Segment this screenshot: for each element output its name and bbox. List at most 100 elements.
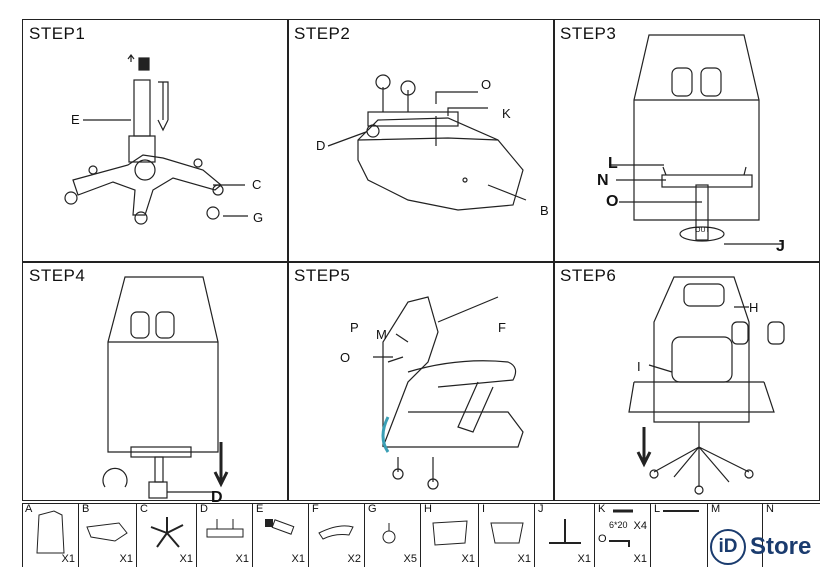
allen-key-icon <box>609 540 630 547</box>
brand-logo: iD Store <box>710 527 811 567</box>
part-qty: X1 <box>119 553 133 565</box>
parts-list <box>22 503 820 567</box>
parts-row: A X1 B X1 C X1 D X1 E X1 F X2 G X5 H X1 … <box>22 503 820 567</box>
part-label: K <box>502 106 511 121</box>
step-title: STEP3 <box>560 24 617 43</box>
part-g: G X5 <box>365 503 421 567</box>
part-qty: X1 <box>291 553 305 565</box>
part-e: E X1 <box>253 503 309 567</box>
caster-icon <box>382 523 396 544</box>
part-label: D <box>316 138 326 153</box>
back-bracket-icon <box>549 519 581 544</box>
part-label: L <box>608 155 618 172</box>
part-letter: C <box>140 503 148 515</box>
backrest-bracket-drawing <box>609 34 782 245</box>
part-i: I X1 <box>479 503 535 567</box>
part-letter: D <box>200 503 208 515</box>
part-qty: X1 <box>517 553 531 565</box>
step-title: STEP4 <box>29 266 86 285</box>
step-title: STEP2 <box>294 24 351 43</box>
part-letter: N <box>766 503 774 515</box>
part-f: F X2 <box>309 503 365 567</box>
part-j: J X1 <box>535 503 595 567</box>
part-qty: X1 <box>61 553 75 565</box>
part-letter: L <box>654 503 661 515</box>
part-qty: X5 <box>403 553 417 565</box>
part-label: D <box>211 489 223 506</box>
part-letter: M <box>711 503 721 515</box>
bolt-long-icon <box>663 510 699 512</box>
part-label: B <box>540 203 549 218</box>
part-qty: X4 <box>633 520 647 532</box>
part-letter: I <box>482 503 486 515</box>
part-label: O <box>340 350 351 365</box>
part-label: H <box>749 300 759 315</box>
backrest-mechanism-drawing <box>102 276 229 499</box>
part-label: C <box>252 177 262 192</box>
part-qty: X1 <box>235 553 249 565</box>
armrest-side-drawing <box>373 296 524 490</box>
part-letter: F <box>312 503 319 515</box>
part-n: N <box>762 503 820 567</box>
step-title: STEP1 <box>29 24 86 43</box>
part-label: N <box>597 172 609 189</box>
step2-panel: STEP2 O K D B <box>288 20 553 261</box>
part-label: E <box>71 112 80 127</box>
seat-back-icon <box>36 510 65 554</box>
part-a: A X1 <box>22 503 79 567</box>
part-label: I <box>637 359 641 374</box>
grid-divider <box>553 20 555 500</box>
part-qty: X1 <box>577 553 591 565</box>
part-h: H X1 <box>421 503 479 567</box>
brand-name: Store <box>750 533 812 560</box>
seat-cushion-icon <box>86 522 128 542</box>
part-qty: X2 <box>347 553 361 565</box>
part-label: M <box>376 327 387 342</box>
step1-panel: STEP1 E C G <box>23 20 287 261</box>
part-label: F <box>498 320 506 335</box>
bolt-size: 6*20 <box>609 520 628 530</box>
part-m: M <box>707 503 762 567</box>
instruction-grid: STEP1 E C G STEP2 <box>22 19 820 506</box>
step5-panel: STEP5 P M O F <box>288 262 553 502</box>
part-letter: K <box>598 503 606 515</box>
grid-divider <box>23 261 819 263</box>
part-letter: B <box>82 503 90 515</box>
mechanism-seat-drawing <box>327 74 527 211</box>
armrest-icon <box>318 525 354 540</box>
part-label: G <box>253 210 264 225</box>
part-label: J <box>776 238 785 255</box>
gas-lift-icon <box>265 519 295 535</box>
step-title: STEP6 <box>560 266 617 285</box>
brand-mark: iD <box>710 529 746 565</box>
mechanism-icon <box>206 519 244 538</box>
part-letter: J <box>538 503 544 515</box>
part-c: C X1 <box>137 503 197 567</box>
gas-lift-base-drawing <box>64 54 248 225</box>
grid-divider <box>287 20 289 500</box>
part-letter: G <box>368 503 377 515</box>
part-letter: E <box>256 503 264 515</box>
step-title: STEP5 <box>294 266 351 285</box>
part-qty: X1 <box>179 553 193 565</box>
part-label: O <box>481 77 492 92</box>
finished-chair-drawing <box>628 276 785 495</box>
step3-panel: STEP3 L N O J OUT <box>554 20 819 261</box>
out-tag: OUT <box>695 227 710 234</box>
part-k-o: K 6*20 X4 O X1 <box>595 503 651 567</box>
part-letter: A <box>25 503 33 515</box>
part-letter: H <box>424 503 432 515</box>
star-base-icon <box>150 517 184 548</box>
bolt-icon <box>613 509 633 513</box>
part-letter: O <box>598 533 607 545</box>
head-pillow-icon <box>432 520 468 546</box>
part-l: L <box>651 503 707 567</box>
part-label: P <box>350 320 359 335</box>
lumbar-pillow-icon <box>490 522 524 544</box>
part-d: D X1 <box>197 503 253 567</box>
part-qty: X1 <box>461 553 475 565</box>
part-label: O <box>606 193 619 210</box>
step6-panel: STEP6 H I <box>554 262 819 502</box>
part-qty: X1 <box>633 553 647 565</box>
step4-panel: STEP4 D <box>23 262 287 506</box>
